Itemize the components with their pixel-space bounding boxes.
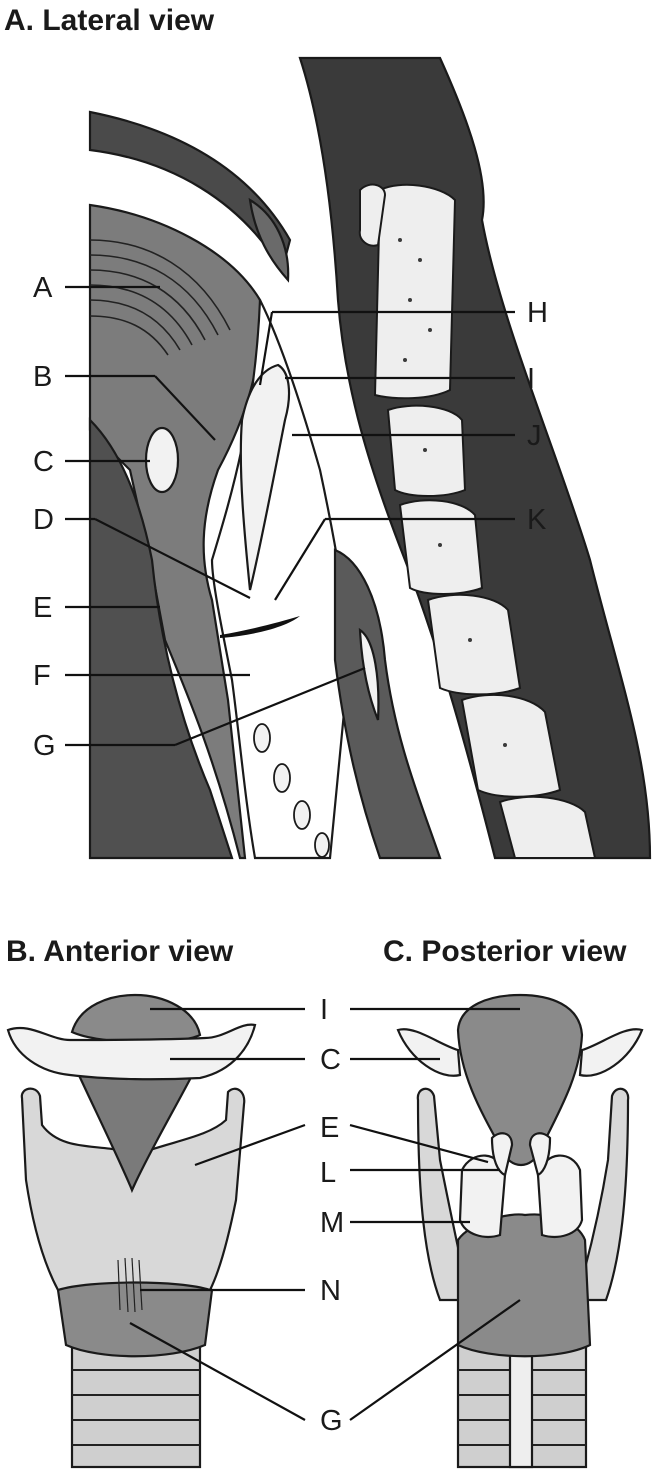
label-g: G [33,730,56,762]
vertebral-bodies [358,183,597,859]
posterior-trachea [456,1343,588,1469]
posterior-hyoid-bone [396,1028,644,1077]
leader-post-e [349,1123,489,1164]
label-center-n: N [320,1275,341,1307]
leader-d2 [94,518,251,599]
anterior-view-drawing [6,993,257,1469]
label-j: J [527,420,542,452]
lateral-leader-lines [65,285,515,747]
posterior-arytenoid-right [536,1154,584,1238]
label-c: C [33,446,54,478]
tongue [88,203,262,860]
posterior-arytenoid-left [458,1154,507,1238]
lateral-view-title: A. Lateral view [4,4,215,37]
label-center-i: I [320,994,328,1026]
label-center-c: C [320,1044,341,1076]
label-f: F [33,660,51,692]
anterior-cricothyroid-ligament [117,1257,143,1313]
leader-k2 [274,518,326,601]
label-center-g: G [320,1405,343,1437]
leader-h2 [258,311,274,386]
posterior-corniculate-right [528,1132,552,1177]
label-e: E [33,592,52,624]
soft-palate [248,197,290,283]
posterior-view-title: C. Posterior view [383,935,627,968]
label-center-l: L [320,1157,336,1189]
posterior-epiglottis [456,993,584,1166]
label-i: I [527,363,535,395]
label-center-e: E [320,1112,339,1144]
anterior-epiglottis [70,993,202,1044]
label-k: K [527,504,547,536]
tracheal-rings [253,723,330,858]
posterior-leader-lines [349,1007,521,1421]
tongue-muscle-rings [89,239,231,356]
hyoid-bone [144,426,180,494]
leader-ant-g [129,1322,306,1421]
label-a: A [33,272,53,304]
vocal-fold [220,616,300,638]
esophagus [333,548,442,860]
epiglottis [239,363,291,591]
posterior-corniculate-left [490,1132,514,1177]
label-d: D [33,504,54,536]
leader-post-g [349,1299,521,1421]
leader-g2 [174,666,366,747]
anterior-leader-lines [129,1007,306,1421]
anterior-neck-dark [88,417,234,860]
anterior-trachea [70,1343,202,1469]
label-center-m: M [320,1207,344,1239]
anterior-cricoid [56,1273,214,1358]
leader-b2 [154,375,216,441]
lateral-view-drawing [88,56,652,860]
anterior-hyoid-bone [6,1023,257,1081]
anterior-view-title: B. Anterior view [6,935,234,968]
posterior-view-drawing [396,993,644,1469]
bone-texture [398,238,507,747]
cricoid-cartilage [358,627,380,721]
label-h: H [527,297,548,329]
label-b: B [33,361,52,393]
leader-ant-e [194,1123,306,1167]
